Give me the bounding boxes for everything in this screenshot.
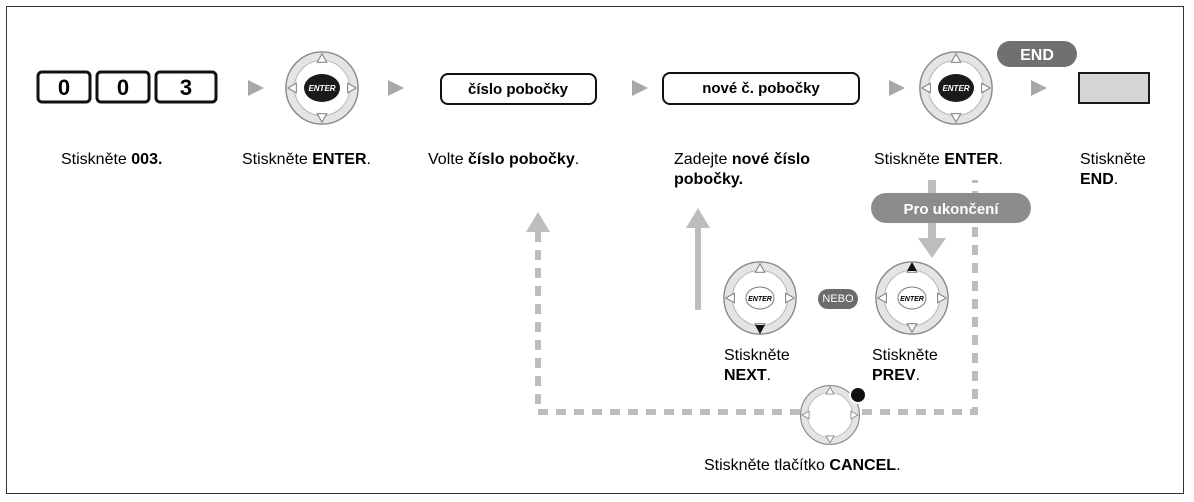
- diagram-frame: [6, 6, 1184, 494]
- down-arrow-icon: [918, 238, 946, 258]
- arrow-right-icon: [1031, 80, 1047, 96]
- enter-navigation-key: ENTER: [285, 51, 359, 125]
- step-label-press-enter-2: Stiskněte ENTER.: [874, 151, 1003, 168]
- or-badge: NEBO: [818, 289, 858, 309]
- arrow-right-icon: [632, 80, 648, 96]
- svg-text:nové č. pobočky: nové č. pobočky: [702, 80, 820, 97]
- svg-text:ENTER: ENTER: [900, 296, 924, 303]
- end-badge: END: [997, 41, 1077, 67]
- cancel-return-path: [535, 180, 978, 415]
- svg-text:0: 0: [117, 75, 129, 100]
- arrow-right-icon: [889, 80, 905, 96]
- up-arrow-icon: [526, 212, 550, 232]
- svg-text:číslo pobočky: číslo pobočky: [468, 81, 569, 98]
- svg-text:ENTER: ENTER: [942, 84, 969, 93]
- prev-navigation-key: ENTER: [875, 261, 949, 335]
- digit-key-0-second: 0: [95, 70, 151, 104]
- step-label-press-enter: Stiskněte ENTER.: [242, 151, 371, 168]
- up-arrow-icon: [907, 262, 917, 271]
- step-label-press-cancel: Stiskněte tlačítko CANCEL.: [704, 457, 901, 474]
- cancel-navigation-key: [799, 384, 867, 446]
- enter-navigation-key: ENTER: [919, 51, 993, 125]
- arrow-right-icon: [248, 80, 264, 96]
- to-finish-badge: Pro ukončení: [871, 193, 1031, 223]
- down-arrow-icon: [755, 325, 765, 334]
- svg-text:3: 3: [180, 75, 192, 100]
- svg-text:ENTER: ENTER: [748, 296, 772, 303]
- up-arrow-icon: [686, 208, 710, 228]
- digit-key-0: 0: [36, 70, 92, 104]
- arrow-right-icon: [388, 80, 404, 96]
- svg-text:0: 0: [58, 75, 70, 100]
- extension-number-box: číslo pobočky: [440, 73, 597, 105]
- new-extension-number-box: nové č. pobočky: [662, 72, 860, 105]
- step-label-press-003: Stiskněte 003.: [61, 151, 163, 168]
- svg-text:END: END: [1020, 47, 1054, 64]
- end-key-icon: [1078, 72, 1150, 104]
- step-label-dial-extension: Volte číslo pobočky.: [428, 151, 580, 168]
- digit-key-3: 3: [154, 70, 218, 104]
- svg-text:ENTER: ENTER: [308, 84, 335, 93]
- next-navigation-key: ENTER: [723, 261, 797, 335]
- svg-text:Pro ukončení: Pro ukončení: [903, 201, 999, 218]
